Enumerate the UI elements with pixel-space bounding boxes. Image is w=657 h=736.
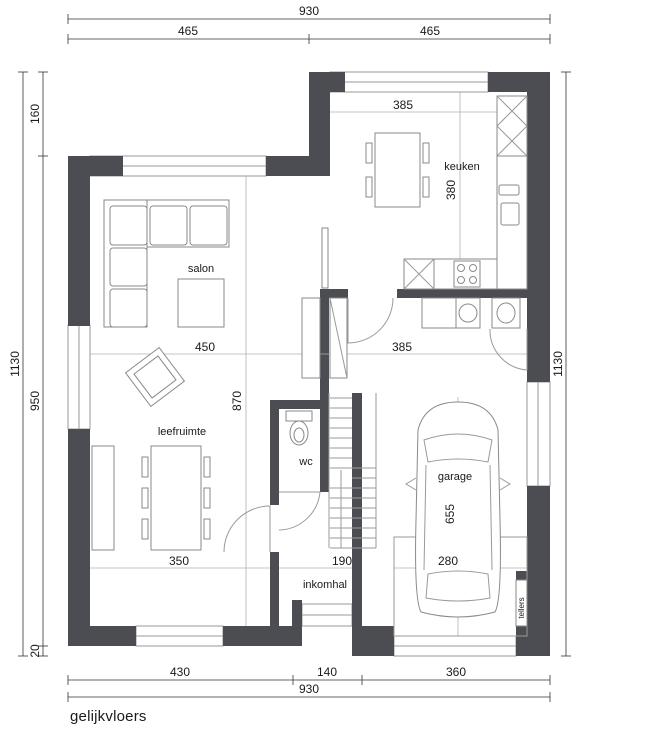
kitchen-fixtures [403, 95, 528, 290]
left-dimension-lines [18, 71, 48, 657]
garage-width-dim: 280 [438, 554, 458, 568]
label-leefruimte: leefruimte [158, 426, 206, 438]
top-right-dim: 465 [420, 24, 440, 38]
dining-set [91, 445, 211, 551]
doors [223, 297, 528, 553]
kitchen-width-dim: 385 [393, 98, 413, 112]
bottom-right-dim: 360 [446, 665, 466, 679]
top-dimension-lines [67, 14, 551, 44]
kitchen-table [365, 132, 430, 208]
label-tellers: tellers [517, 597, 526, 618]
garage-depth-dim: 655 [443, 504, 457, 524]
top-total-dim: 930 [299, 4, 319, 18]
kitchen-depth-dim: 380 [444, 180, 458, 200]
right-width-dim: 385 [392, 340, 412, 354]
utility-fixtures [301, 227, 521, 379]
living-depth-dim: 870 [230, 391, 244, 411]
label-keuken: keuken [444, 161, 479, 173]
left-total-dim: 1130 [8, 351, 22, 377]
bottom-dimension-lines [67, 675, 551, 702]
toilet [285, 410, 313, 446]
bottom-left-dim: 430 [170, 665, 190, 679]
living-lower-dim: 350 [169, 554, 189, 568]
armchair [124, 346, 186, 408]
floor-caption: gelijkvloers [70, 708, 147, 725]
top-left-dim: 465 [178, 24, 198, 38]
right-total-dim: 1130 [551, 351, 565, 377]
bottom-mid-dim: 140 [317, 665, 337, 679]
living-width-dim: 450 [195, 340, 215, 354]
hall-width-dim: 190 [332, 554, 352, 568]
car [405, 401, 511, 618]
label-wc: wc [298, 456, 313, 468]
left-mid-dim: 950 [28, 391, 42, 411]
left-top-dim: 160 [28, 104, 42, 124]
bottom-total-dim: 930 [299, 682, 319, 696]
left-bottom-dim: 20 [28, 644, 42, 658]
sofa [103, 199, 230, 328]
label-inkomhal: inkomhal [303, 579, 347, 591]
right-dimension-line [561, 71, 571, 657]
label-garage: garage [438, 471, 472, 483]
label-salon: salon [188, 263, 214, 275]
staircase [328, 393, 377, 549]
walls [68, 72, 550, 656]
